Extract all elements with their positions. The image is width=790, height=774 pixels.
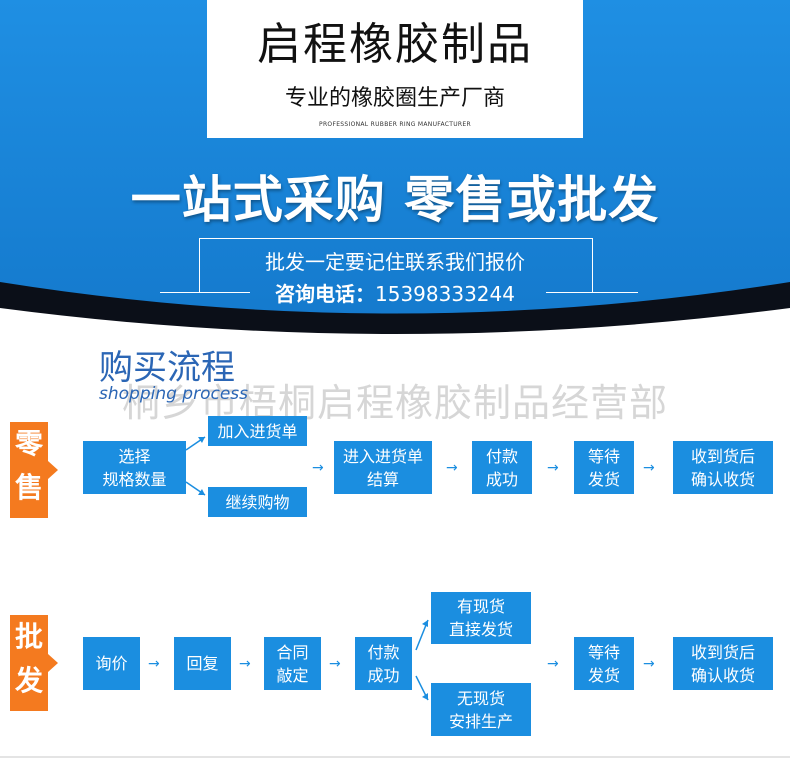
step-text: 结算 <box>366 469 399 489</box>
wholesale-step-reply: 回复 <box>174 637 231 690</box>
arrow-right-icon: → <box>547 460 559 476</box>
wholesale-tag-char: 批 <box>14 620 43 653</box>
arrow-right-icon: → <box>312 460 324 476</box>
retail-tag-char: 零 <box>14 427 43 460</box>
connector-arrowhead <box>422 693 428 700</box>
contact-phone-line: 咨询电话：15398333244 <box>0 278 790 307</box>
step-text: 发货 <box>587 665 620 685</box>
arrow-right-icon: → <box>329 656 341 672</box>
wholesale-step-in-stock: 有现货 直接发货 <box>431 592 531 644</box>
arrow-right-icon: → <box>239 656 251 672</box>
step-text: 等待 <box>587 446 620 466</box>
step-text: 发货 <box>587 469 620 489</box>
brand-subtitle: 专业的橡胶圈生产厂商 <box>284 86 505 111</box>
step-text: 确认收货 <box>690 665 755 685</box>
phone-label: 咨询电话： <box>275 282 375 306</box>
wholesale-step-paid: 付款 成功 <box>355 637 412 690</box>
contact-frame <box>199 238 593 293</box>
arrow-right-icon: → <box>446 460 458 476</box>
step-text: 规格数量 <box>102 469 167 489</box>
contact-note: 批发一定要记住联系我们报价 <box>265 250 525 274</box>
step-text: 付款 <box>485 446 518 466</box>
retail-step-paid: 付款 成功 <box>472 441 532 494</box>
slogan: 一站式采购 零售或批发 <box>130 171 660 229</box>
step-text: 选择 <box>118 446 151 466</box>
wholesale-step-wait: 等待 发货 <box>574 637 634 690</box>
wholesale-tag-char: 发 <box>14 664 43 697</box>
step-text: 加入进货单 <box>217 421 298 441</box>
retail-step-confirm: 收到货后 确认收货 <box>673 441 773 494</box>
step-text: 安排生产 <box>448 711 513 731</box>
arrow-right-icon: → <box>148 656 160 672</box>
retail-tag-char: 售 <box>14 471 43 504</box>
section-title: 购买流程 <box>99 348 235 388</box>
wholesale-step-inquiry: 询价 <box>83 637 140 690</box>
brand-box: 启程橡胶制品 专业的橡胶圈生产厂商 PROFESSIONAL RUBBER RI… <box>207 0 583 138</box>
arrow-right-icon: → <box>643 460 655 476</box>
connector-arrowhead <box>198 489 205 495</box>
step-text: 继续购物 <box>225 492 290 512</box>
wholesale-tag: 批 发 <box>10 615 48 711</box>
step-text: 询价 <box>95 654 128 673</box>
step-text: 直接发货 <box>448 620 513 639</box>
arrow-right-icon: → <box>643 656 655 672</box>
step-text: 回复 <box>186 654 219 673</box>
step-text: 有现货 <box>456 597 505 616</box>
retail-step-wait: 等待 发货 <box>574 441 634 494</box>
brand-english: PROFESSIONAL RUBBER RING MANUFACTURER <box>319 121 471 128</box>
contact-rule-right <box>546 292 638 293</box>
section-subtitle: shopping process <box>99 384 249 404</box>
step-text: 等待 <box>587 642 620 662</box>
retail-tag: 零 售 <box>10 422 48 518</box>
step-text: 收到货后 <box>690 642 755 662</box>
step-text: 付款 <box>367 642 400 662</box>
step-text: 无现货 <box>456 688 505 708</box>
retail-step-add-cart: 加入进货单 <box>208 416 307 446</box>
contact-rule-left <box>160 292 250 293</box>
step-text: 确认收货 <box>690 469 755 489</box>
wholesale-step-confirm: 收到货后 确认收货 <box>673 637 773 690</box>
step-text: 成功 <box>485 469 518 489</box>
step-text: 合同 <box>276 642 309 662</box>
retail-step-checkout: 进入进货单 结算 <box>334 441 432 494</box>
step-text: 收到货后 <box>690 446 755 466</box>
step-text: 成功 <box>367 665 400 685</box>
retail-step-continue: 继续购物 <box>208 487 307 517</box>
wholesale-tag-pointer <box>48 654 58 672</box>
retail-step-select: 选择 规格数量 <box>83 441 186 494</box>
phone-number[interactable]: 15398333244 <box>375 282 515 306</box>
bottom-divider <box>0 756 790 758</box>
wholesale-step-no-stock: 无现货 安排生产 <box>431 683 531 736</box>
brand-name: 启程橡胶制品 <box>257 19 533 70</box>
step-text: 进入进货单 <box>342 446 423 466</box>
header-banner: 启程橡胶制品 专业的橡胶圈生产厂商 PROFESSIONAL RUBBER RI… <box>0 0 790 335</box>
arrow-right-icon: → <box>547 656 559 672</box>
connector-arrowhead <box>422 620 428 627</box>
wholesale-step-contract: 合同 敲定 <box>264 637 321 690</box>
connector-arrowhead <box>198 437 205 443</box>
retail-tag-pointer <box>48 461 58 479</box>
step-text: 敲定 <box>276 665 309 685</box>
